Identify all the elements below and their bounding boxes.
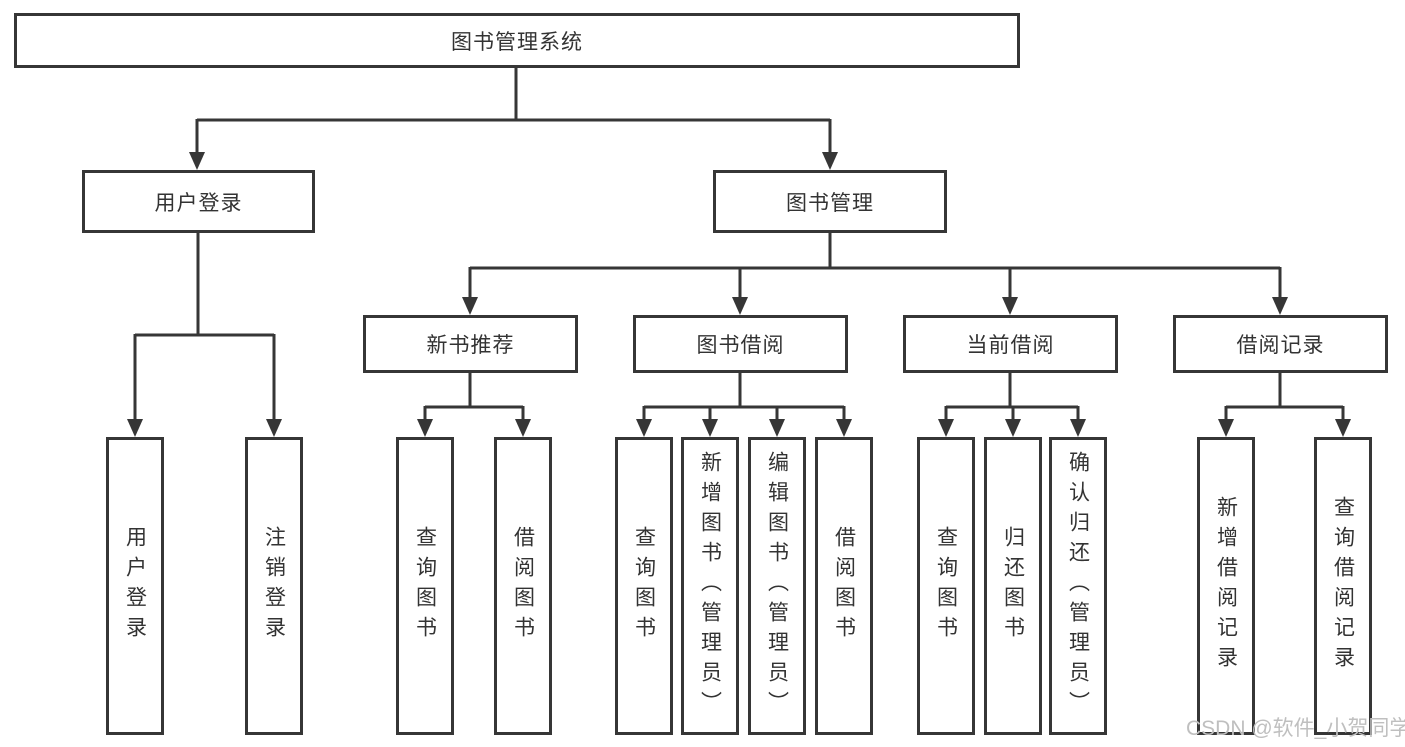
leaf-current-query: 查询图书 [917, 437, 975, 735]
leaf-borrow-borrow: 借阅图书 [815, 437, 873, 735]
leaf-borrow-edit-admin: 编辑图书（管理员） [748, 437, 806, 735]
leaf-borrow-query: 查询图书 [615, 437, 673, 735]
leaf-newbooks-borrow: 借阅图书 [494, 437, 552, 735]
node-user-login: 用户登录 [82, 170, 315, 233]
node-borrow-records: 借阅记录 [1173, 315, 1388, 373]
node-current-borrow: 当前借阅 [903, 315, 1118, 373]
leaf-user-login: 用户登录 [106, 437, 164, 735]
node-root-library-system: 图书管理系统 [14, 13, 1020, 68]
leaf-logout: 注销登录 [245, 437, 303, 735]
leaf-newbooks-query: 查询图书 [396, 437, 454, 735]
leaf-current-return: 归还图书 [984, 437, 1042, 735]
node-book-management: 图书管理 [713, 170, 947, 233]
leaf-records-query: 查询借阅记录 [1314, 437, 1372, 735]
node-book-borrow: 图书借阅 [633, 315, 848, 373]
leaf-records-add: 新增借阅记录 [1197, 437, 1255, 735]
leaf-current-confirm-admin: 确认归还（管理员） [1049, 437, 1107, 735]
arrowheads [127, 152, 1351, 437]
leaf-borrow-add-admin: 新增图书（管理员） [681, 437, 739, 735]
node-new-book-recommend: 新书推荐 [363, 315, 578, 373]
watermark: CSDN @软件_小贺同学 [1186, 717, 1405, 740]
